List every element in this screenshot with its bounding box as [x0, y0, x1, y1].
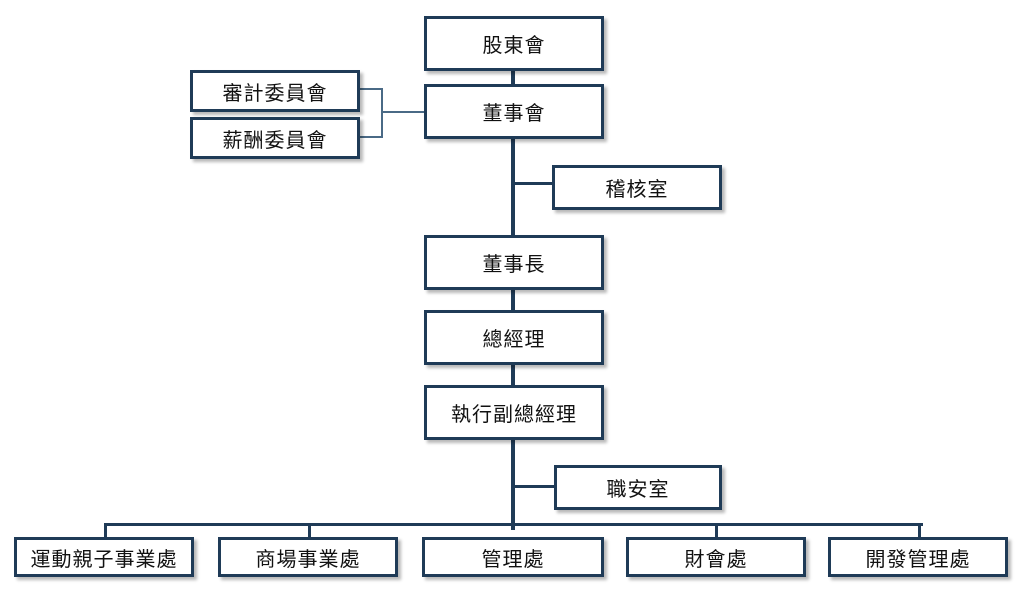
audit-branch-line	[513, 182, 553, 185]
node-department: 運動親子事業處	[14, 537, 194, 577]
dept-drop-5	[918, 523, 921, 537]
node-board: 董事會	[424, 84, 604, 139]
committee-bracket-bottom	[358, 136, 382, 138]
node-executive-vp: 執行副總經理	[424, 385, 604, 440]
dept-drop-2	[308, 523, 311, 537]
safety-branch-line	[513, 485, 555, 488]
node-audit-committee: 審計委員會	[190, 70, 360, 112]
department-bus-line	[105, 523, 923, 526]
committee-bracket-vertical	[381, 88, 383, 138]
node-remuneration-committee: 薪酬委員會	[190, 117, 360, 159]
node-general-manager: 總經理	[424, 310, 604, 365]
node-shareholders: 股東會	[424, 16, 604, 71]
dept-drop-4	[715, 523, 718, 537]
committee-connector	[382, 111, 424, 113]
node-department: 開發管理處	[828, 537, 1008, 577]
node-chairman: 董事長	[424, 235, 604, 290]
node-internal-audit: 稽核室	[552, 165, 722, 210]
committee-bracket-top	[358, 88, 382, 90]
node-department: 管理處	[422, 537, 604, 577]
node-department: 財會處	[626, 537, 806, 577]
trunk-line	[511, 70, 515, 530]
node-department: 商場事業處	[218, 537, 398, 577]
node-safety-office: 職安室	[554, 465, 722, 510]
dept-drop-1	[104, 523, 107, 537]
